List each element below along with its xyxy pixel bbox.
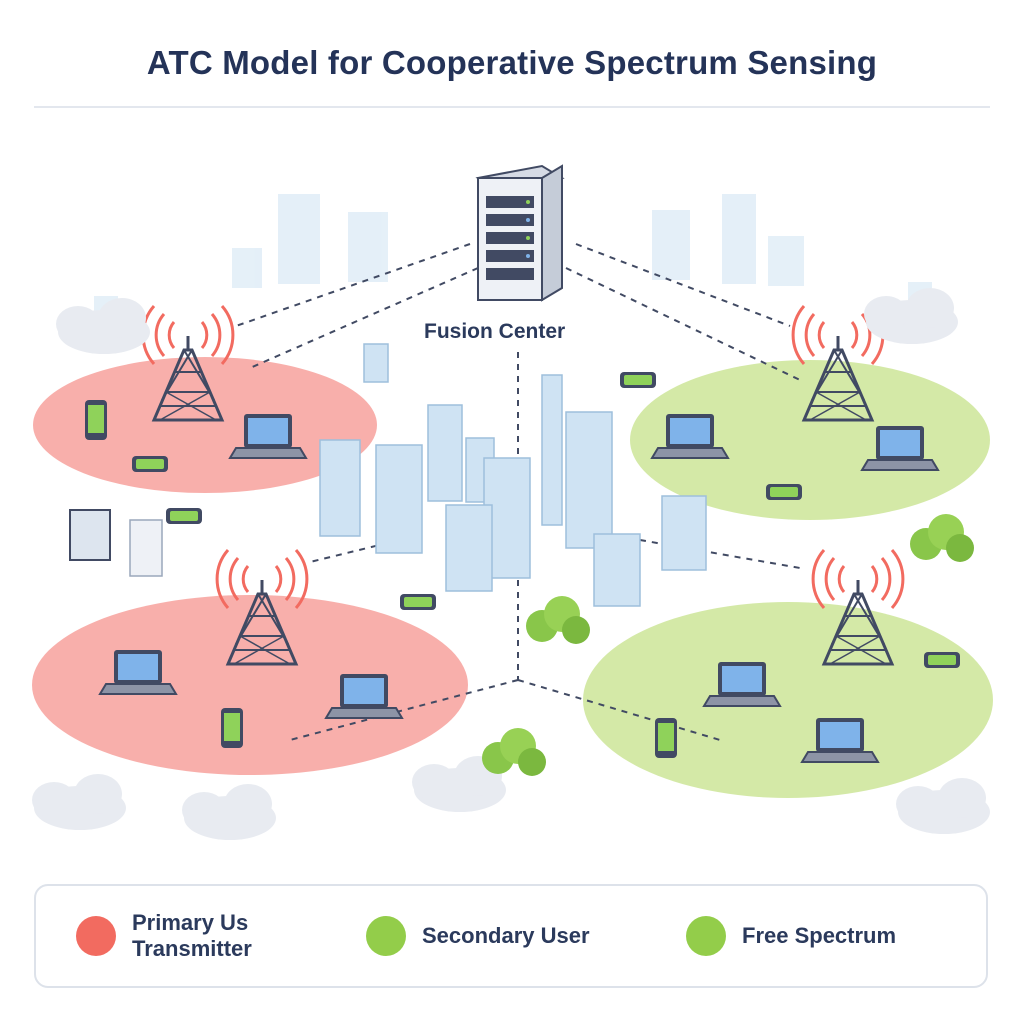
legend-label: Free Spectrum — [742, 923, 897, 948]
phone-icon — [221, 708, 243, 748]
legend-item-secondary: Secondary User — [366, 886, 590, 986]
cloud-icon — [182, 784, 276, 840]
primary-zone-top-left — [33, 357, 377, 493]
city-center — [319, 343, 707, 607]
router-icon — [924, 652, 960, 668]
router-icon — [620, 372, 656, 388]
legend-item-primary: Primary Us Transmitter — [76, 886, 302, 986]
legend-dot-primary — [76, 916, 116, 956]
router-icon — [766, 484, 802, 500]
title-divider — [34, 106, 990, 108]
legend-dot-secondary — [366, 916, 406, 956]
page-title: ATC Model for Cooperative Spectrum Sensi… — [146, 44, 878, 81]
cloud-icon — [56, 298, 150, 354]
server-rack-icon — [475, 164, 565, 302]
legend-label: Secondary User — [422, 923, 590, 948]
router-icon — [400, 594, 436, 610]
router-icon — [132, 456, 168, 472]
bush-icon — [482, 728, 546, 776]
phone-icon — [85, 400, 107, 440]
legend-label: Primary Us Transmitter — [132, 910, 252, 961]
legend: Primary Us Transmitter Secondary User Fr… — [34, 884, 988, 988]
cloud-icon — [32, 774, 126, 830]
cloud-icon — [896, 778, 990, 834]
router-icon — [166, 508, 202, 524]
phone-icon — [655, 718, 677, 758]
bush-icon — [526, 596, 590, 644]
fusion-center-label: Fusion Center — [424, 320, 566, 343]
side-buildings-left — [69, 509, 163, 577]
cloud-icon — [864, 288, 958, 344]
legend-item-free: Free Spectrum — [686, 886, 896, 986]
primary-zone-bottom-left — [32, 595, 468, 775]
bush-icon — [910, 514, 974, 562]
free-zone-bottom-right — [583, 602, 993, 798]
legend-dot-free — [686, 916, 726, 956]
free-zone-top-right — [630, 360, 990, 520]
